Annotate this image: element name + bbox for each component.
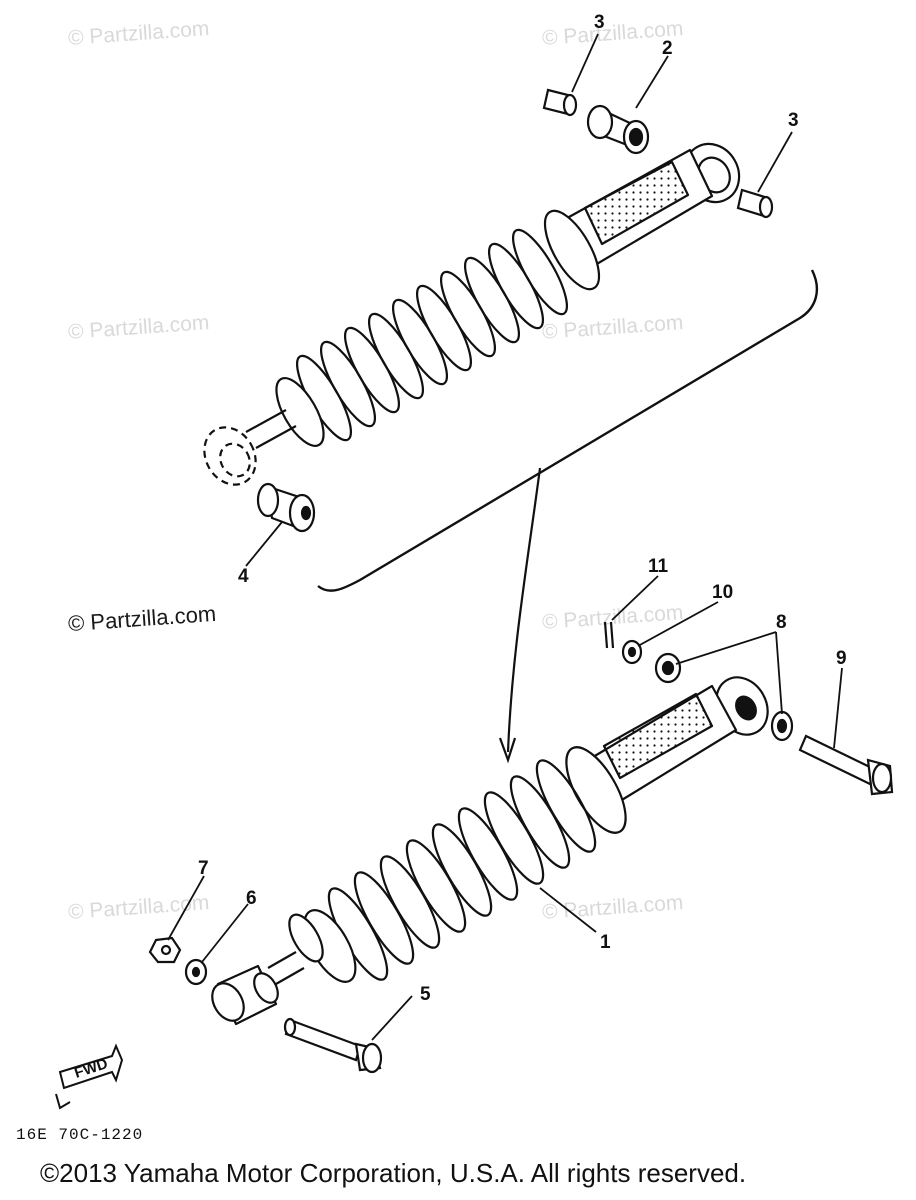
callout-11: 11 (648, 556, 669, 577)
callout-6: 6 (246, 888, 257, 909)
part-5-bolt (283, 1017, 383, 1074)
callout-9: 9 (836, 648, 847, 669)
copyright-notice: ©2013 Yamaha Motor Corporation, U.S.A. A… (40, 1158, 747, 1188)
part-7-nut (148, 936, 182, 964)
part-8-washer (654, 652, 794, 742)
part-3-collar-right (736, 188, 774, 219)
part-10-washer (621, 639, 643, 665)
callout-7: 7 (198, 858, 209, 879)
callout-2: 2 (662, 38, 673, 59)
callout-1: 1 (600, 932, 611, 953)
upper-shock-absorber (203, 142, 741, 486)
leader-lines (167, 33, 843, 1041)
part-6-washer (184, 958, 208, 986)
diagram-code: 16E 70C-1220 (16, 1126, 144, 1144)
callout-10: 10 (712, 582, 734, 603)
callout-3: 3 (788, 110, 799, 131)
lower-spring-coils (327, 759, 597, 981)
callout-8: 8 (776, 612, 787, 633)
detail-arrow (506, 467, 542, 753)
part-9-pin (798, 734, 894, 796)
callout-4: 4 (238, 566, 249, 587)
callout-3: 3 (594, 12, 605, 33)
detail-bracket (317, 269, 819, 592)
part-3-collar-top (542, 88, 578, 117)
part-4-bushing (256, 482, 316, 533)
part-11-cotter-pin (603, 621, 615, 649)
upper-spring-coils (296, 228, 568, 442)
lower-shock-absorber (211, 676, 769, 1026)
forward-arrow-icon (55, 1043, 124, 1110)
callout-5: 5 (420, 984, 431, 1005)
part-2-bushing (586, 104, 650, 155)
